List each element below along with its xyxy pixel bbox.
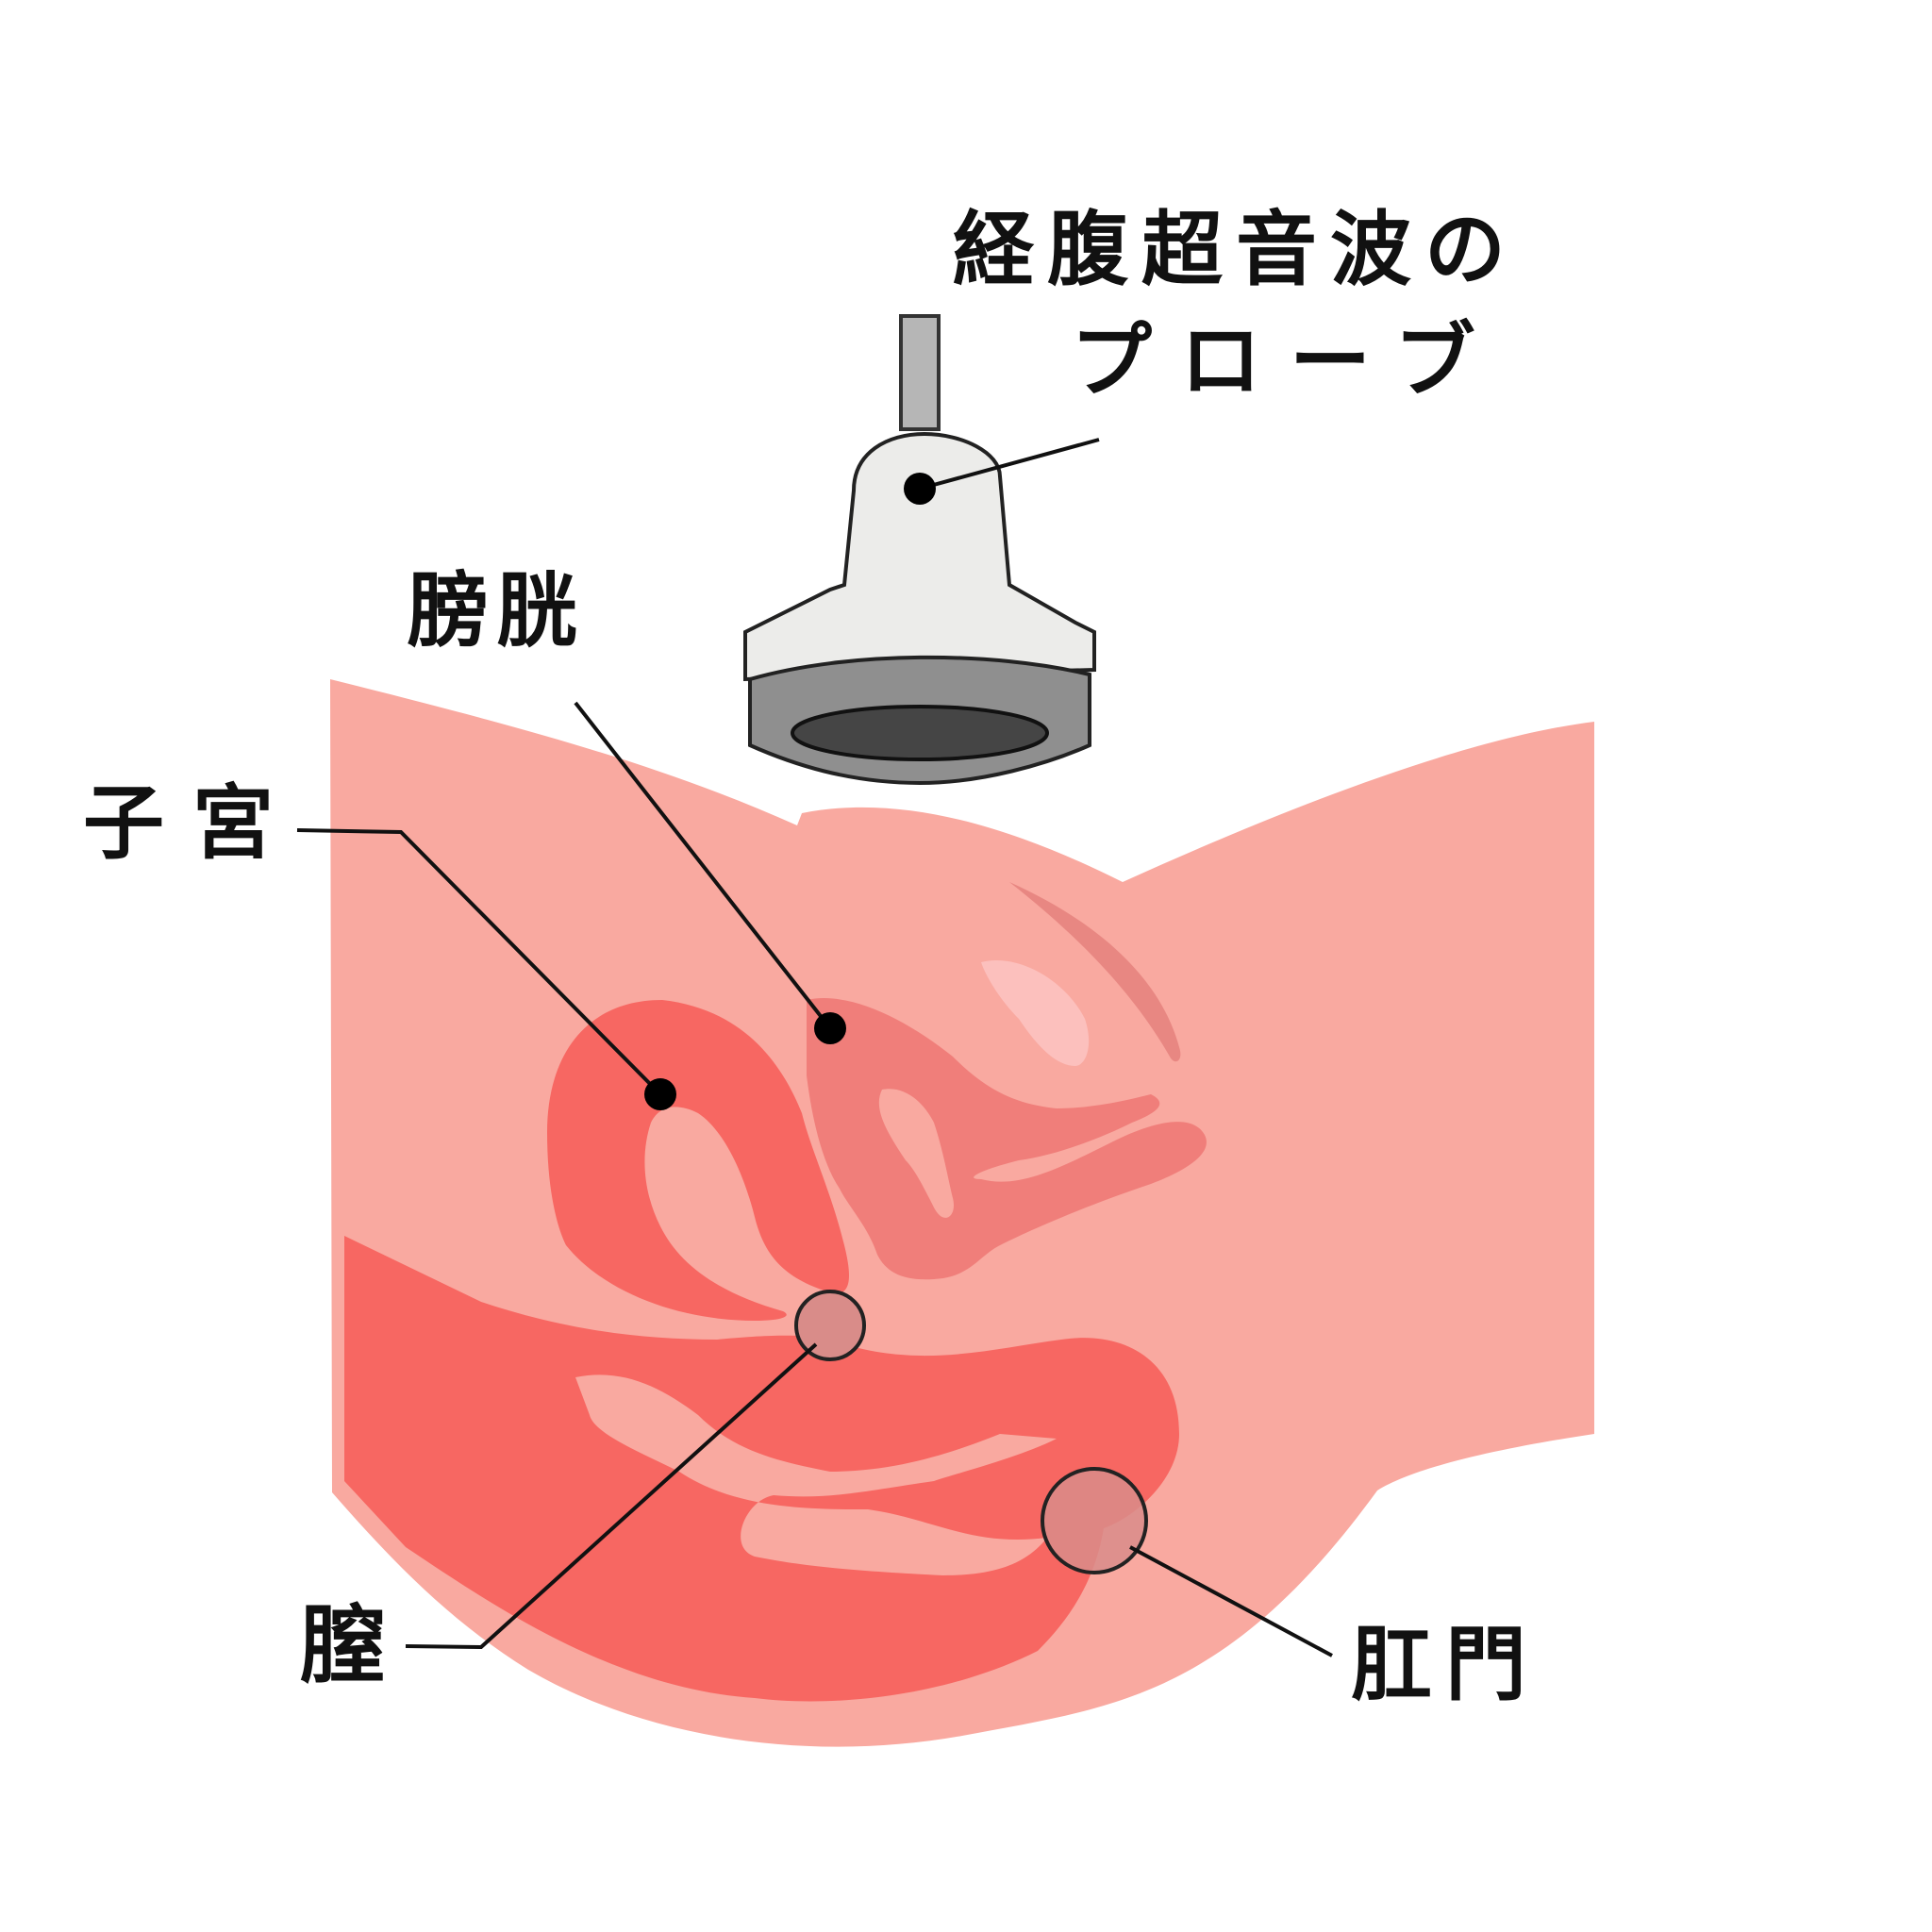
anus-label: 肛門 — [1351, 1618, 1540, 1712]
bladder-label: 膀胱 — [408, 564, 585, 658]
uterus-marker-dot — [644, 1078, 676, 1110]
anus-leader-line — [1129, 1545, 1333, 1657]
probe-face — [791, 705, 1049, 761]
probe-cable — [899, 314, 941, 431]
bladder-marker-dot — [814, 1012, 846, 1044]
uterus-leader-line — [296, 828, 662, 1096]
vagina-highlight-circle — [794, 1290, 866, 1361]
uterus — [547, 1000, 849, 1321]
probe-label-line2: プローブ — [1071, 314, 1504, 408]
probe-label-line1: 経腹超音波の — [953, 203, 1519, 297]
vagina-leader-line — [405, 1342, 818, 1650]
probe-marker-dot — [904, 473, 936, 505]
anus-highlight-circle — [1041, 1467, 1148, 1574]
abdominal-wall-layer — [1009, 882, 1181, 1062]
uterus-label: 子宮 — [83, 776, 302, 871]
bladder — [807, 998, 1207, 1280]
vagina-label: 膣 — [300, 1596, 385, 1695]
ultrasound-probe-icon — [743, 431, 1096, 682]
probe-leader-line — [919, 438, 1100, 491]
bladder-lumen — [878, 1089, 954, 1218]
vagina-lumen — [575, 1374, 1057, 1575]
abdominal-wall-highlight — [981, 960, 1090, 1066]
bladder-leader-line — [574, 701, 832, 1030]
